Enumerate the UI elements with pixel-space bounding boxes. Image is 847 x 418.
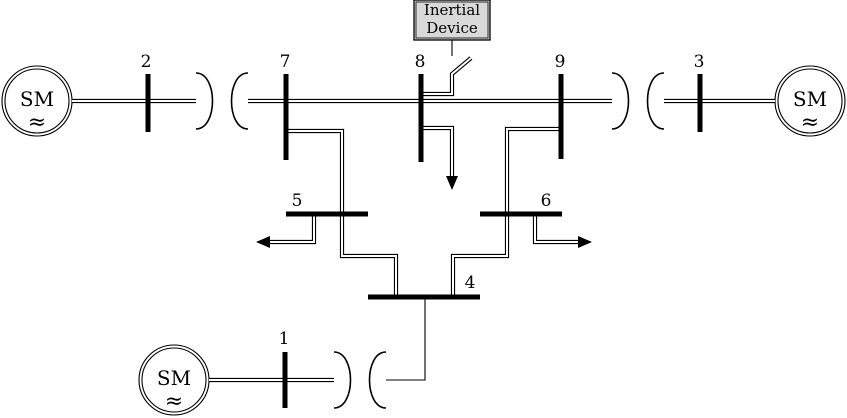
generator-right[interactable]: SM ≈: [774, 65, 846, 137]
bus-3-label: 3: [694, 52, 705, 72]
bus-5-label: 5: [292, 191, 303, 211]
inertial-device[interactable]: Inertial Device: [413, 0, 491, 41]
bus-2-label: 2: [141, 52, 152, 72]
line-bus4-to-transformer: [386, 297, 426, 381]
generator-bottom-symbol: ≈: [165, 389, 183, 414]
inertial-device-box: [413, 0, 491, 41]
transmission-lines: [72, 56, 775, 383]
bus-9-label: 9: [555, 52, 566, 72]
inertial-device-label-line2: Device: [426, 19, 478, 37]
transformer-right[interactable]: [611, 72, 665, 130]
generator-right-symbol: ≈: [801, 110, 819, 135]
bus-8-label: 8: [415, 52, 426, 72]
load-arrow-bus5: [256, 236, 270, 248]
generator-left-symbol: ≈: [28, 110, 46, 135]
load-arrow-bus8: [446, 176, 458, 190]
generator-left[interactable]: SM ≈: [1, 65, 73, 137]
load-arrow-bus6: [578, 236, 592, 248]
generator-right-label: SM: [793, 87, 827, 111]
transformer-left[interactable]: [195, 72, 249, 130]
transformer-bottom[interactable]: [333, 351, 387, 409]
bus-6-label: 6: [541, 191, 552, 211]
generator-left-label: SM: [20, 87, 54, 111]
bus-1-label: 1: [279, 329, 290, 349]
generator-bottom[interactable]: SM ≈: [138, 344, 210, 416]
bus-7-label: 7: [280, 52, 291, 72]
generator-bottom-label: SM: [157, 366, 191, 390]
inertial-device-label-line1: Inertial: [424, 1, 480, 19]
bus-4-label: 4: [465, 273, 476, 293]
